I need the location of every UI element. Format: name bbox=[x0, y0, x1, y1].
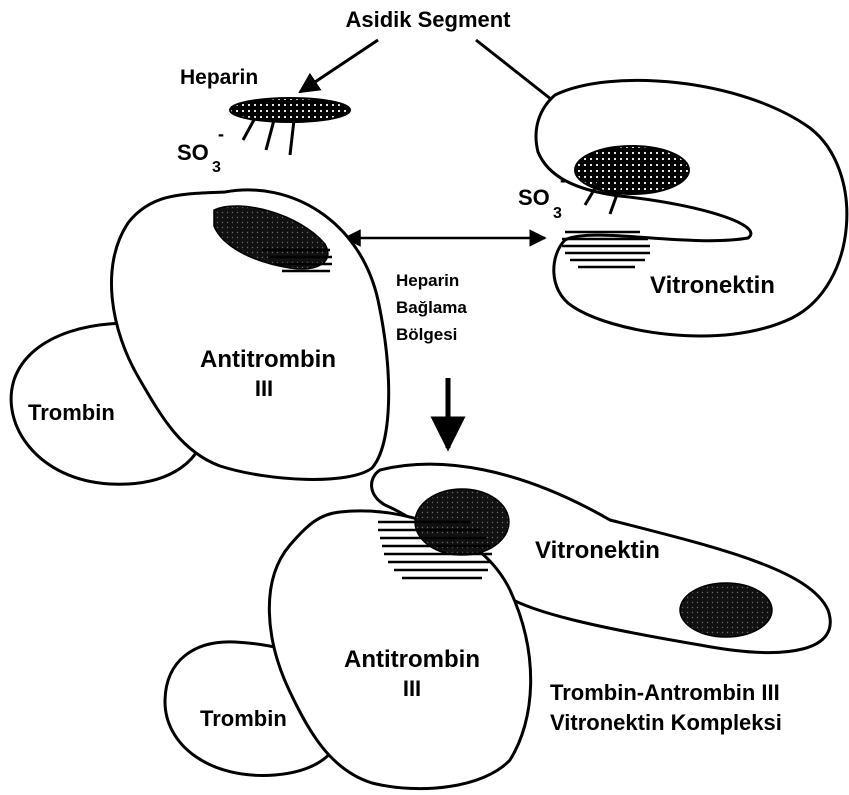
svg-text:Vitronektin Kompleksi: Vitronektin Kompleksi bbox=[550, 710, 782, 735]
svg-text:-: - bbox=[560, 170, 566, 190]
svg-text:Heparin: Heparin bbox=[396, 271, 459, 290]
vitronectin-top-acidic-region bbox=[575, 146, 689, 194]
arrow-to-heparin bbox=[300, 40, 378, 92]
svg-text:Antitrombin: Antitrombin bbox=[200, 346, 336, 373]
vitronectin-top-label: Vitronektin bbox=[650, 272, 775, 299]
svg-text:Antitrombin: Antitrombin bbox=[344, 646, 480, 673]
vitronectin-bottom-second-region bbox=[680, 583, 772, 637]
heparin-label: Heparin bbox=[180, 66, 258, 89]
thrombin-bottom-label: Trombin bbox=[200, 706, 287, 731]
svg-text:-: - bbox=[218, 124, 224, 144]
svg-text:3: 3 bbox=[553, 205, 562, 222]
so3-top-label: SO 3 - bbox=[177, 124, 224, 176]
acidic-segment-title: Asidik Segment bbox=[345, 7, 511, 32]
svg-text:III: III bbox=[403, 676, 421, 701]
svg-text:Trombin-Antrombin III: Trombin-Antrombin III bbox=[550, 680, 780, 705]
svg-text:SO: SO bbox=[177, 140, 209, 165]
svg-text:3: 3 bbox=[212, 159, 221, 176]
heparin-binding-region-label: Heparin Bağlama Bölgesi bbox=[396, 271, 467, 344]
svg-text:Bağlama: Bağlama bbox=[396, 298, 467, 317]
thrombin-top-label: Trombin bbox=[28, 400, 115, 425]
svg-text:SO: SO bbox=[518, 185, 550, 210]
vitronectin-bottom-label: Vitronektin bbox=[535, 537, 660, 564]
svg-text:Bölgesi: Bölgesi bbox=[396, 325, 457, 344]
svg-text:III: III bbox=[255, 376, 273, 401]
heparin-molecule bbox=[230, 98, 350, 122]
complex-caption: Trombin-Antrombin III Vitronektin Komple… bbox=[550, 680, 782, 735]
